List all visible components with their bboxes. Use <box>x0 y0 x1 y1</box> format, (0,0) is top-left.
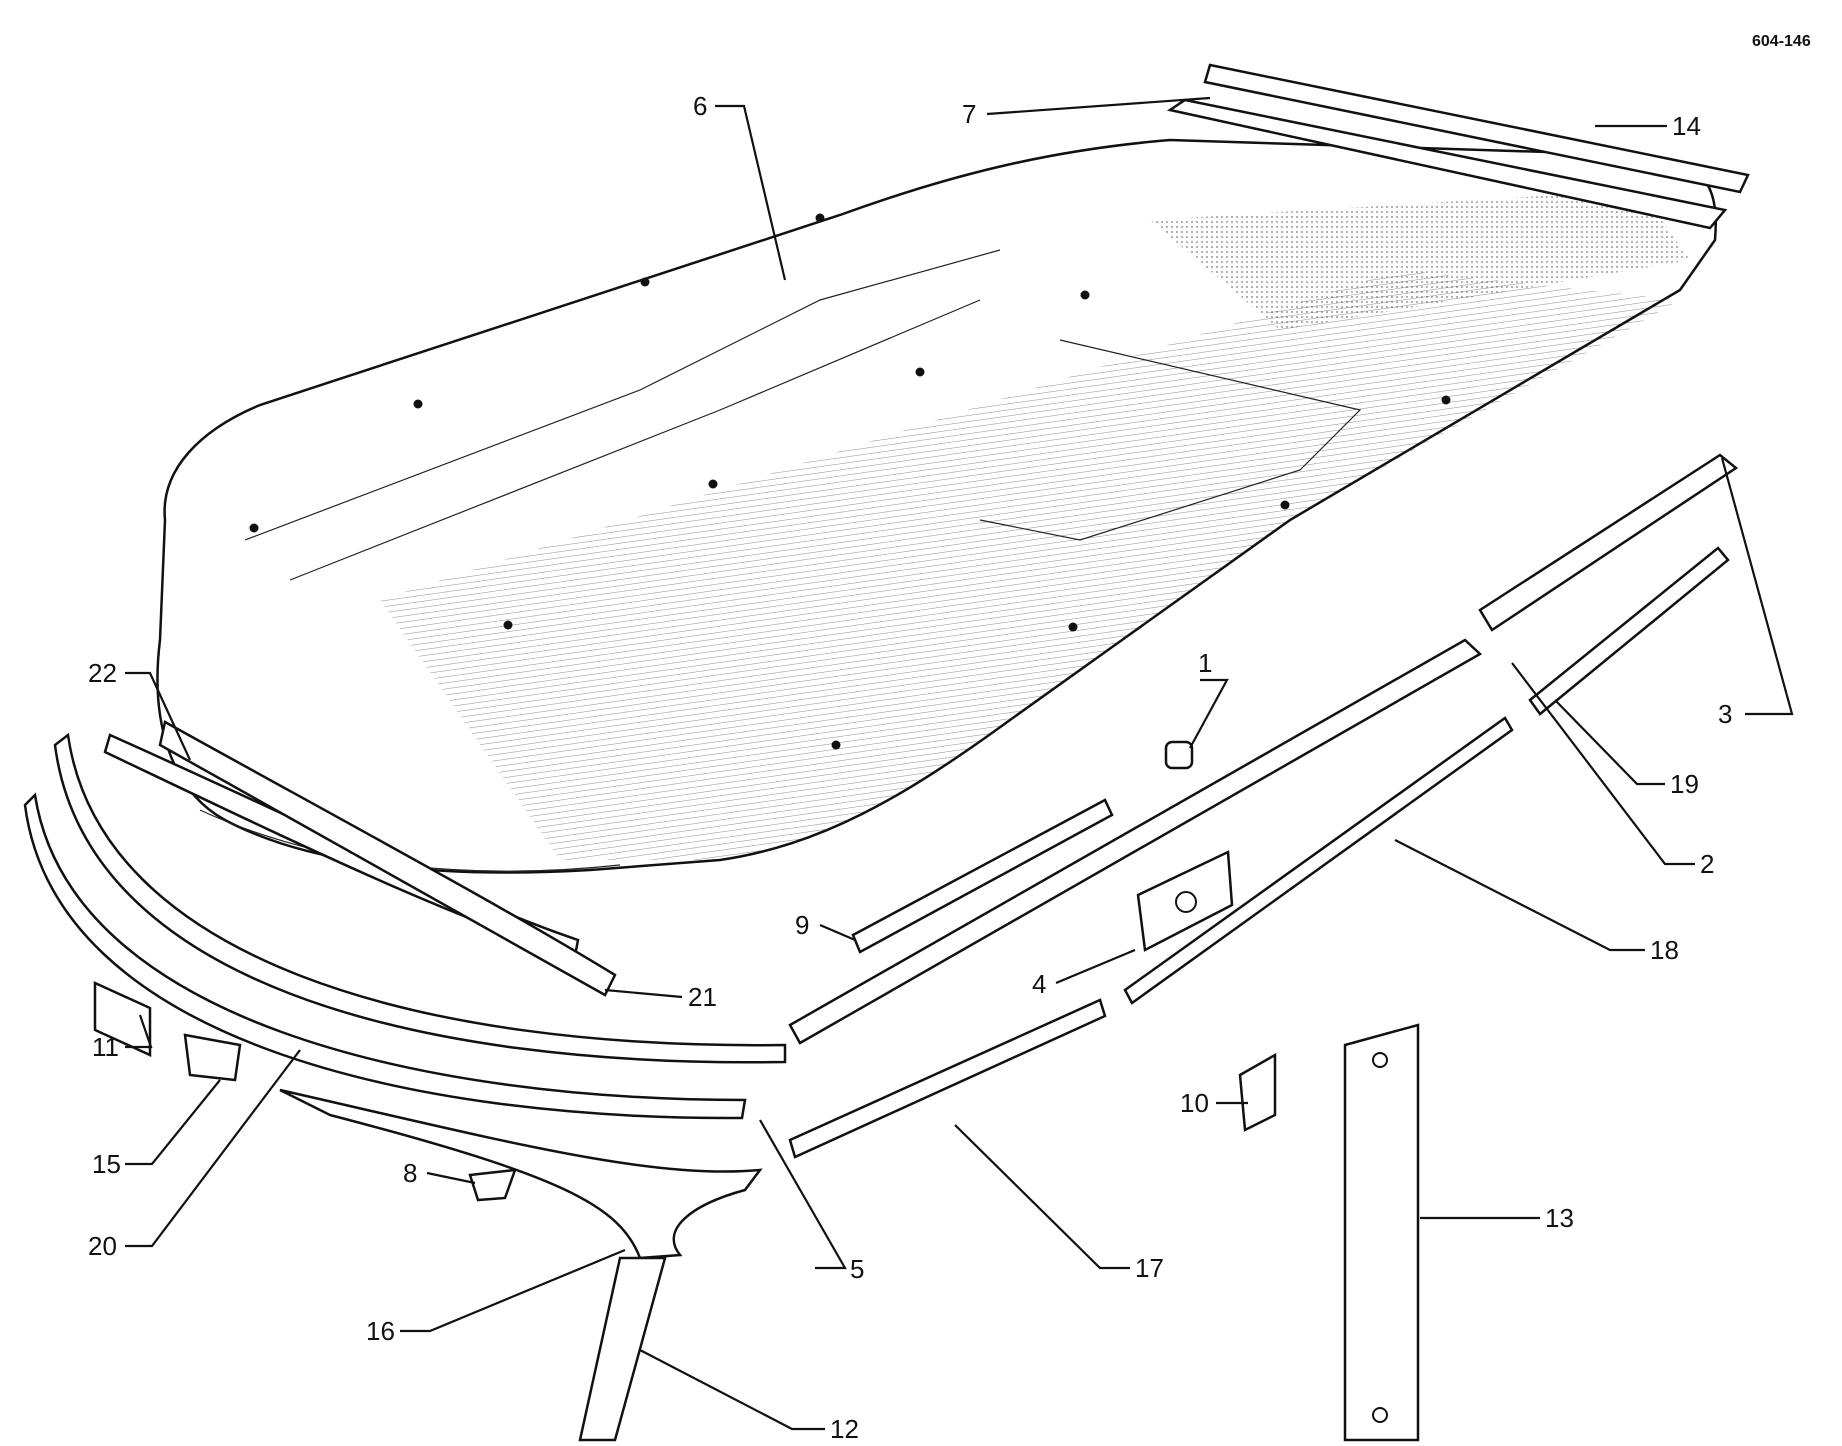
roof-fastener <box>831 740 841 750</box>
callout-11: 11 <box>92 1032 119 1062</box>
roof-fastener <box>413 399 423 409</box>
callout-3: 3 <box>1718 699 1732 729</box>
roof-fastener <box>1068 622 1078 632</box>
side-trim-18 <box>1123 716 1514 1005</box>
side-rail-upper <box>1478 453 1739 632</box>
rear-moulding-strip <box>1203 63 1750 194</box>
callout-6: 6 <box>693 91 707 121</box>
post-13 <box>1343 1023 1420 1442</box>
leader-lines <box>125 96 1794 1431</box>
weatherstrip-9 <box>851 798 1114 954</box>
bracket-4 <box>1136 850 1234 952</box>
roof-fastener <box>249 523 259 533</box>
callout-14: 14 <box>1672 111 1701 141</box>
callout-16: 16 <box>366 1316 395 1346</box>
callout-10: 10 <box>1180 1088 1209 1118</box>
drawing-code: 604-146 <box>1752 33 1811 50</box>
pillar-12 <box>578 1256 667 1442</box>
clip-11 <box>93 981 152 1057</box>
callout-7: 7 <box>962 99 976 129</box>
callout-4: 4 <box>1032 969 1046 999</box>
roof-fastener <box>708 479 718 489</box>
roof-panel <box>156 138 1717 874</box>
clip-15 <box>183 1033 242 1082</box>
callout-22: 22 <box>88 658 117 688</box>
rear-seal-strip <box>1166 98 1728 230</box>
roof-fastener <box>1280 500 1290 510</box>
callout-8: 8 <box>403 1158 417 1188</box>
roof-fastener <box>915 367 925 377</box>
callout-1: 1 <box>1198 648 1212 678</box>
front-rail-21 <box>158 720 617 997</box>
front-rail-5 <box>23 792 747 1120</box>
roof-fastener <box>1080 290 1090 300</box>
callout-12: 12 <box>830 1414 859 1444</box>
callout-20: 20 <box>88 1231 117 1261</box>
callout-2: 2 <box>1700 849 1714 879</box>
pillar-cap-16 <box>279 1088 763 1260</box>
callout-15: 15 <box>92 1149 121 1179</box>
roof-fastener <box>1441 395 1451 405</box>
callout-18: 18 <box>1650 935 1679 965</box>
roof-fastener <box>640 277 650 287</box>
callout-13: 13 <box>1545 1203 1574 1233</box>
callout-5: 5 <box>850 1254 864 1284</box>
callout-17: 17 <box>1135 1253 1164 1283</box>
trim-strip-17 <box>788 998 1107 1159</box>
callout-labels: 1 2 3 4 5 6 7 8 9 10 11 12 13 14 15 16 1… <box>88 91 1732 1444</box>
roof-fastener <box>815 213 825 223</box>
grommet-1 <box>1164 740 1194 770</box>
hinge-10 <box>1238 1052 1277 1132</box>
callout-21: 21 <box>688 982 717 1012</box>
side-trim-19 <box>1528 546 1730 716</box>
roof-fastener <box>503 620 513 630</box>
callout-9: 9 <box>795 910 809 940</box>
washer-8 <box>468 1168 517 1202</box>
callout-19: 19 <box>1670 769 1699 799</box>
front-rail-20 <box>53 732 787 1064</box>
side-rail-2 <box>788 638 1483 1045</box>
